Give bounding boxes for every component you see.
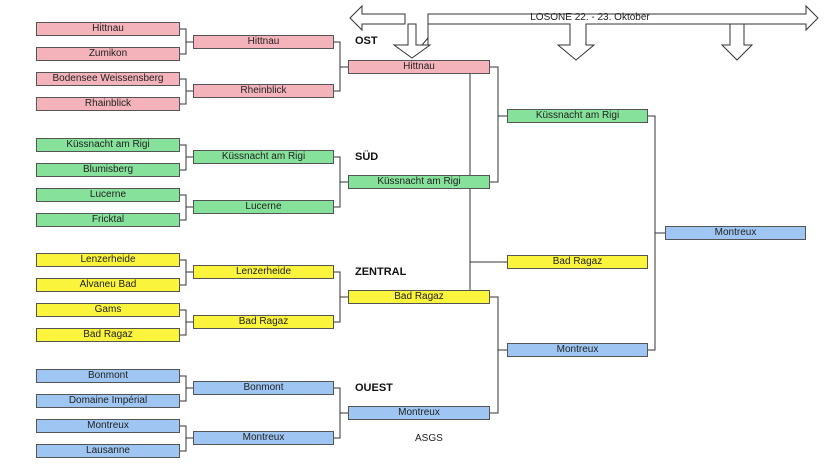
- connector: [490, 66, 507, 183]
- connector: [334, 387, 348, 439]
- semifinal-box: Küssnacht am Rigi: [507, 109, 648, 123]
- connector: [180, 375, 193, 402]
- team-box-r1: Lausanne: [36, 444, 180, 458]
- regional-winner-box: Küssnacht am Rigi: [348, 175, 490, 189]
- connector: [180, 78, 193, 105]
- team-box-r2: Bad Ragaz: [193, 315, 334, 329]
- team-box-r2: Hittnau: [193, 35, 334, 49]
- region-label-ost: OST: [355, 35, 378, 47]
- region-label-sued: SÜD: [355, 151, 379, 163]
- champion-box: Montreux: [665, 226, 806, 240]
- semifinal-box: Bad Ragaz: [507, 255, 648, 269]
- team-box-r1: Domaine Impérial: [36, 394, 180, 408]
- event-arrow-left: [349, 4, 406, 32]
- team-box-r1: Bonmont: [36, 369, 180, 383]
- team-box-r1: Alvaneu Bad: [36, 278, 180, 292]
- team-box-r1: Rhainblick: [36, 97, 180, 111]
- connector: [334, 271, 348, 323]
- team-box-r1: Gams: [36, 303, 180, 317]
- team-box-r2: Küssnacht am Rigi: [193, 150, 334, 164]
- event-arrow-right-band: [427, 4, 819, 61]
- team-box-r1: Küssnacht am Rigi: [36, 138, 180, 152]
- connector: [180, 309, 193, 336]
- team-box-r2: Bonmont: [193, 381, 334, 395]
- team-box-r2: Lucerne: [193, 200, 334, 214]
- region-label-zentral: ZENTRAL: [355, 266, 407, 278]
- team-box-r1: Bad Ragaz: [36, 328, 180, 342]
- team-box-r1: Hittnau: [36, 22, 180, 36]
- event-arrow-stub: [420, 24, 429, 46]
- connector: [648, 115, 665, 351]
- regional-winner-box: Hittnau: [348, 60, 490, 74]
- team-box-r1: Lenzerheide: [36, 253, 180, 267]
- team-box-r1: Montreux: [36, 419, 180, 433]
- regional-winner-box: Bad Ragaz: [348, 290, 490, 304]
- regional-winner-box: Montreux: [348, 406, 490, 420]
- team-box-r1: Zumikon: [36, 47, 180, 61]
- event-title: LOSONE 22. - 23. Oktober: [530, 12, 650, 23]
- team-box-r2: Lenzerheide: [193, 265, 334, 279]
- event-arrow-down-left: [392, 23, 432, 59]
- connector: [180, 425, 193, 452]
- connector: [180, 144, 193, 171]
- semifinal-box: Montreux: [507, 343, 648, 357]
- region-label-ouest: OUEST: [355, 382, 393, 394]
- team-box-r1: Bodensee Weissensberg: [36, 72, 180, 86]
- connector: [490, 296, 507, 414]
- team-box-r1: Blumisberg: [36, 163, 180, 177]
- team-box-r2: Rheinblick: [193, 84, 334, 98]
- footer-label: ASGS: [415, 433, 443, 444]
- connector: [180, 259, 193, 286]
- connector: [180, 28, 193, 55]
- team-box-r1: Lucerne: [36, 188, 180, 202]
- connector: [180, 194, 193, 221]
- event-arrow-down-right: [720, 23, 754, 61]
- connector: [334, 156, 348, 208]
- team-box-r1: Fricktal: [36, 213, 180, 227]
- connector: [334, 41, 348, 92]
- team-box-r2: Montreux: [193, 431, 334, 445]
